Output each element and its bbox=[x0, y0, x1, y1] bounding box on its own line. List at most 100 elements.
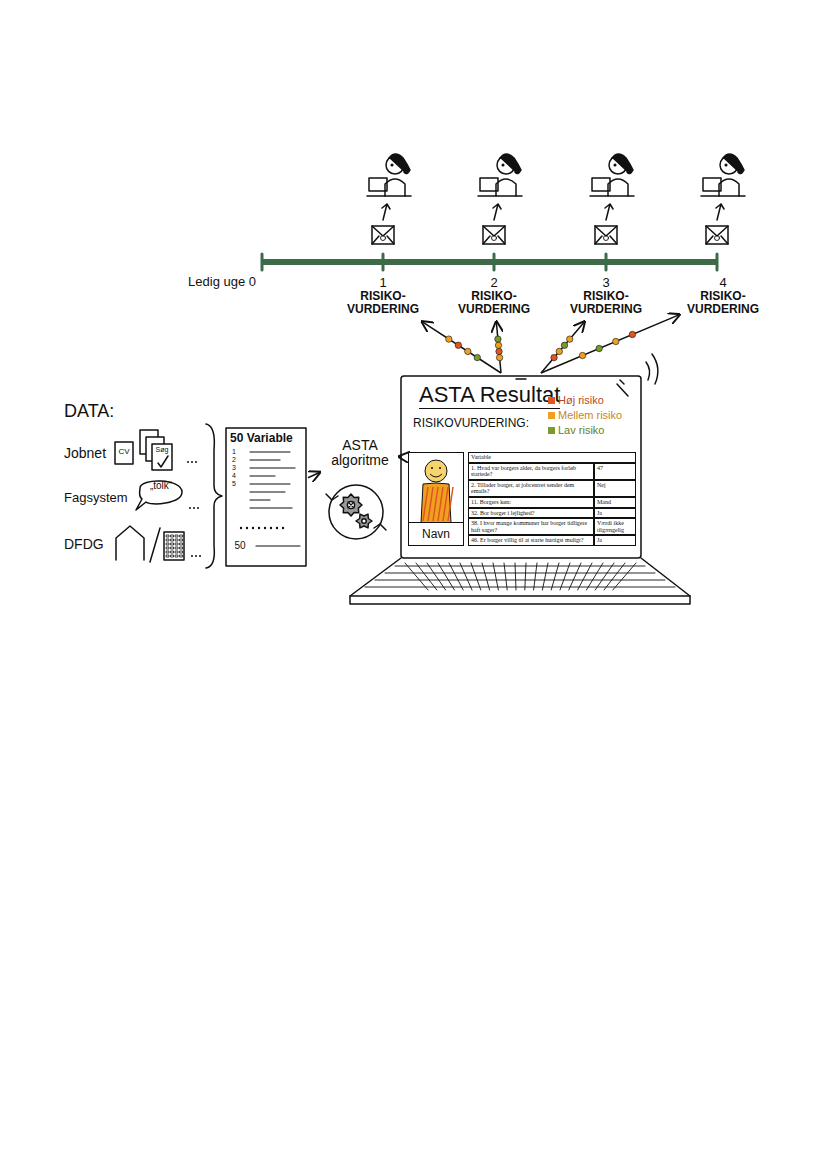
step-label: RISIKO- VURDERING bbox=[570, 290, 642, 316]
risk-bead bbox=[551, 354, 557, 360]
legend-text: Høj risiko bbox=[558, 394, 604, 406]
legend-swatch bbox=[548, 412, 555, 419]
gears bbox=[340, 494, 372, 528]
step-label: RISIKO- VURDERING bbox=[687, 290, 759, 316]
legend-text: Lav risiko bbox=[558, 424, 604, 436]
signal-mark bbox=[620, 380, 624, 384]
risk-bead bbox=[596, 345, 602, 351]
node-label: Navn bbox=[409, 522, 463, 545]
table-cell: Værdi ikke tilgængelig bbox=[594, 518, 636, 535]
building-icon bbox=[164, 532, 184, 560]
risk-bead bbox=[455, 342, 461, 348]
icon-text: „tolk“ bbox=[150, 480, 172, 491]
list-number: 2 bbox=[232, 456, 236, 464]
flow-arrow bbox=[541, 322, 585, 373]
table-cell: 46. Er borger villig til at starte hurti… bbox=[468, 535, 594, 546]
risk-bead bbox=[613, 338, 619, 344]
table-row: 46. Er borger villig til at starte hurti… bbox=[468, 535, 636, 546]
node-label: 50 Variable bbox=[226, 428, 306, 448]
table-row: 11. Borgers køn:Mand bbox=[468, 497, 636, 508]
speech-bubble bbox=[136, 481, 182, 510]
people bbox=[367, 154, 745, 244]
flow-arrow bbox=[308, 472, 320, 478]
legend-text: Mellem risiko bbox=[558, 409, 622, 421]
risk-assessment: 4RISIKO- VURDERING bbox=[683, 274, 764, 319]
table-row: 1. Hvad var borgers alder, da borgers fo… bbox=[468, 463, 636, 480]
timeline-start: Ledig uge 0 bbox=[188, 275, 256, 289]
table-cell: Ja bbox=[594, 508, 636, 519]
algorithm-circle bbox=[329, 485, 383, 539]
risk-bead bbox=[474, 354, 480, 360]
source-name: DFDG bbox=[64, 537, 104, 552]
camera bbox=[516, 378, 526, 380]
table-cell: Ja bbox=[594, 535, 636, 546]
list-number: 3 bbox=[232, 464, 236, 472]
step-label: RISIKO- VURDERING bbox=[347, 290, 419, 316]
table-row: 32. Bor borger i lejlighed?Ja bbox=[468, 508, 636, 519]
list-number: 1 bbox=[232, 448, 236, 456]
list-number: 5 bbox=[232, 480, 236, 488]
table-cell: Variable bbox=[468, 452, 636, 463]
week-number: 2 bbox=[457, 276, 532, 290]
check-mark bbox=[158, 456, 168, 467]
risk-assessment: 2RISIKO- VURDERING bbox=[454, 274, 535, 319]
risk-assessment: 3RISIKO- VURDERING bbox=[566, 274, 647, 319]
signal-wave bbox=[652, 354, 658, 384]
table-row: 38. I hvor mange kommuner har borger tid… bbox=[468, 518, 636, 535]
legend-item: Mellem risiko bbox=[548, 409, 622, 421]
cv-document bbox=[115, 442, 133, 464]
curly-bracket bbox=[206, 424, 222, 568]
risk-bead bbox=[446, 336, 452, 342]
timeline-ticks bbox=[262, 254, 717, 270]
keyboard bbox=[365, 563, 675, 590]
risk-bead bbox=[495, 342, 501, 348]
cycle-arrow bbox=[326, 494, 338, 500]
variable-table: Variable1. Hvad var borgers alder, da bo… bbox=[468, 452, 636, 546]
step-label: RISIKO- VURDERING bbox=[458, 290, 530, 316]
source-name: Jobnet bbox=[64, 446, 106, 461]
algorithm-node: ASTA algoritme bbox=[322, 436, 400, 471]
document bbox=[152, 444, 172, 470]
risk-bead bbox=[556, 348, 562, 354]
table-cell: 38. I hvor mange kommuner har borger tid… bbox=[468, 518, 594, 535]
list-lines bbox=[240, 452, 300, 546]
laptop-edge bbox=[350, 595, 690, 597]
citizen-card: Navn bbox=[408, 452, 464, 546]
timeline bbox=[262, 259, 717, 265]
week-number: 4 bbox=[686, 276, 761, 290]
ellipsis bbox=[187, 461, 201, 557]
section-heading: DATA: bbox=[64, 402, 114, 422]
signal-wave bbox=[646, 362, 650, 380]
list-number: 4 bbox=[232, 472, 236, 480]
signal-mark bbox=[617, 384, 628, 396]
table-cell: 1. Hvad var borgers alder, da borgers fo… bbox=[468, 463, 594, 480]
legend-swatch bbox=[548, 427, 555, 434]
laptop-base bbox=[350, 558, 690, 604]
flow-arrow bbox=[422, 322, 501, 373]
table-cell: Mand bbox=[594, 497, 636, 508]
risk-bead bbox=[495, 336, 501, 342]
table-row: 2. Tillader borger, at jobcentret sender… bbox=[468, 480, 636, 497]
table-row: Variable bbox=[468, 452, 636, 463]
risk-bead bbox=[567, 336, 573, 342]
legend-swatch bbox=[548, 397, 555, 404]
risk-bead bbox=[496, 354, 502, 360]
risk-assessment: 1RISIKO- VURDERING bbox=[343, 274, 424, 319]
citizen-figure bbox=[409, 453, 463, 523]
screen-title: ASTA Resultat bbox=[419, 382, 560, 409]
house-icon bbox=[116, 526, 144, 560]
week-number: 3 bbox=[569, 276, 644, 290]
table-cell: 11. Borgers køn: bbox=[468, 497, 594, 508]
variable-sheet bbox=[226, 428, 306, 566]
icon-text: CV bbox=[118, 448, 129, 457]
slash bbox=[150, 528, 160, 562]
risk-bead bbox=[579, 352, 585, 358]
table-cell: 47 bbox=[594, 463, 636, 480]
list-number: 50 bbox=[234, 540, 245, 551]
legend-item: Lav risiko bbox=[548, 424, 604, 436]
risk-bead bbox=[561, 342, 567, 348]
week-number: 1 bbox=[346, 276, 421, 290]
